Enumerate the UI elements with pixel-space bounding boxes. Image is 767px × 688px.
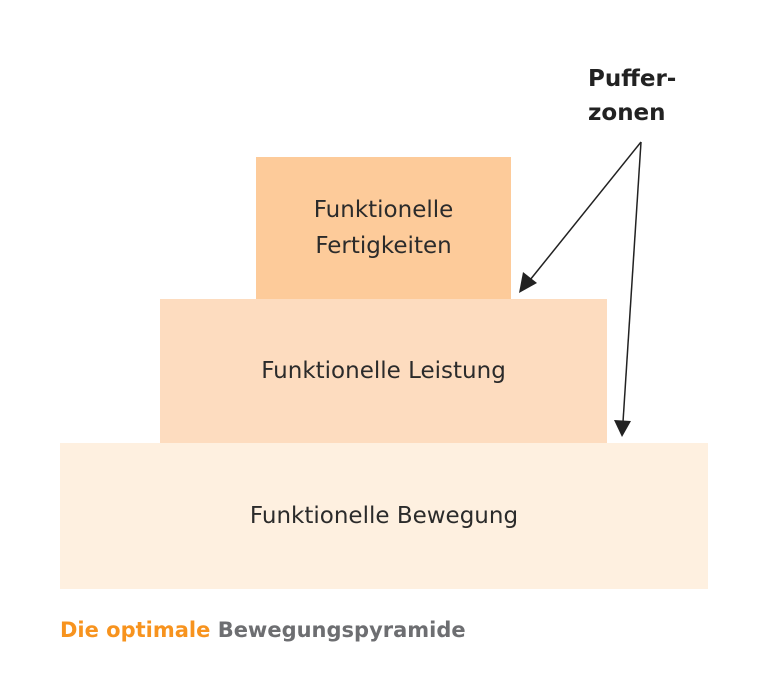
arrowhead-icon <box>519 272 537 293</box>
top-level-line2: Fertigkeiten <box>315 233 452 259</box>
arrowhead-icon <box>614 420 631 437</box>
arrow-to-middle-buffer <box>622 141 642 423</box>
caption: Die optimale Bewegungspyramide <box>60 618 466 642</box>
buffer-label-line1: Puffer- <box>588 66 677 92</box>
arrow-to-top-buffer <box>529 141 642 281</box>
caption-accent: Die optimale <box>60 618 211 642</box>
middle-level-label: Funktionelle Leistung <box>261 358 506 384</box>
top-level-line1: Funktionelle <box>313 197 454 223</box>
buffer-zones-label: Puffer- zonen <box>588 62 676 130</box>
pyramid-level-middle: Funktionelle Leistung <box>160 299 607 443</box>
buffer-label-line2: zonen <box>588 100 666 126</box>
caption-main: Bewegungspyramide <box>217 618 466 642</box>
pyramid-level-bottom: Funktionelle Bewegung <box>60 443 708 589</box>
bottom-level-label: Funktionelle Bewegung <box>249 503 519 529</box>
